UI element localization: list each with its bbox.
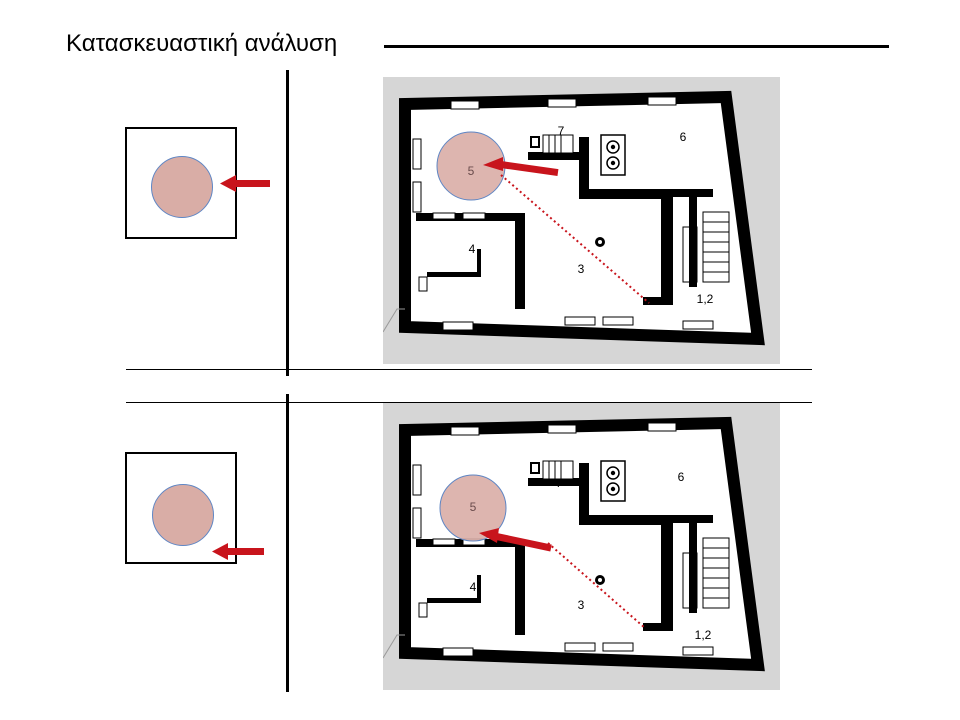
page-title: Κατασκευαστική ανάλυση — [66, 30, 338, 57]
room-label-6: 6 — [678, 470, 685, 484]
divider-vertical-bottom — [286, 394, 289, 692]
key-circle-top — [151, 156, 213, 218]
key-box-top — [125, 127, 237, 239]
arrow-in-plan-bottom — [479, 528, 552, 552]
arrow-icon-top — [220, 175, 270, 192]
room-label-3: 3 — [578, 262, 585, 276]
divider-vertical-top — [286, 70, 289, 376]
room-label-7: 7 — [556, 476, 563, 490]
floor-plan-bottom: 5 7 6 4 3 1,2 — [383, 403, 780, 690]
divider-horizontal-1 — [126, 369, 812, 370]
room-label-7: 7 — [558, 124, 565, 138]
arrow-in-plan-top — [483, 157, 559, 177]
room-label-4: 4 — [469, 242, 476, 256]
room-label-1-2: 1,2 — [695, 628, 712, 642]
room-label-5: 5 — [470, 500, 477, 514]
sightline-bottom — [547, 542, 646, 629]
arrow-icon-bottom — [212, 543, 264, 560]
room5-circle-bottom — [439, 474, 507, 542]
key-box-bottom — [125, 452, 237, 564]
room-label-5: 5 — [468, 164, 475, 178]
room-label-4: 4 — [470, 580, 477, 594]
room-label-6: 6 — [680, 130, 687, 144]
title-underline — [384, 45, 889, 48]
divider-horizontal-2 — [126, 402, 812, 403]
key-circle-bottom — [152, 484, 214, 546]
room-label-1-2: 1,2 — [697, 292, 714, 306]
room-label-3: 3 — [578, 598, 585, 612]
floor-plan-top: 5 7 6 4 3 1,2 — [383, 77, 780, 364]
